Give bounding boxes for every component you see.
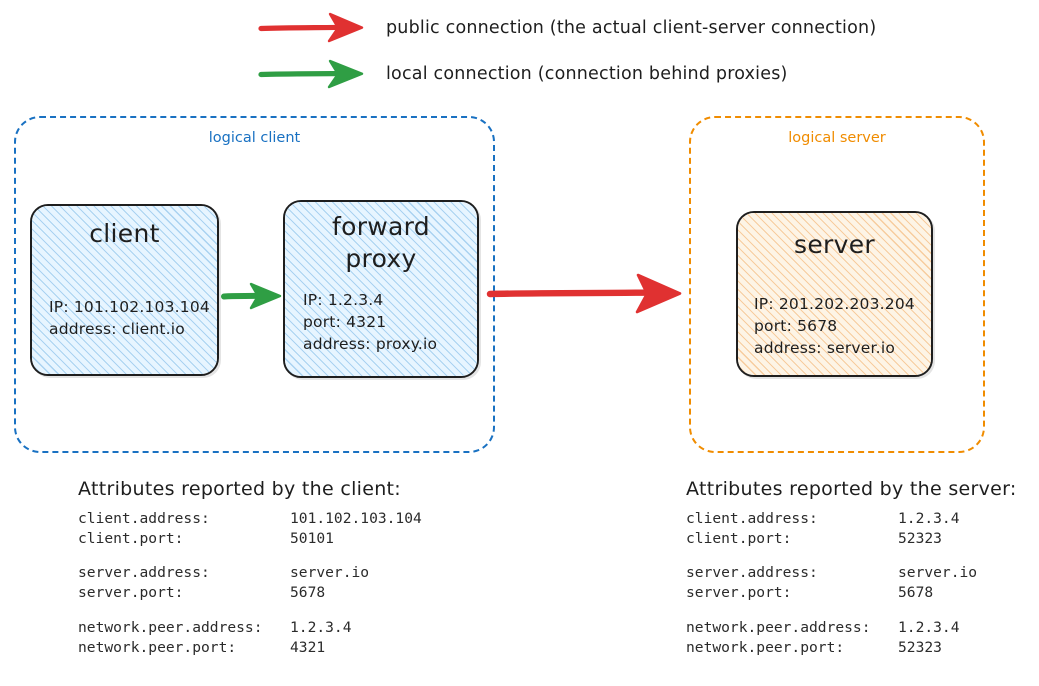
table-row: server.address: server.io	[686, 563, 1017, 583]
node-proxy-title-line1: forward	[332, 212, 430, 241]
attr-key: client.address:	[78, 510, 210, 527]
green-right-arrow-icon	[258, 59, 364, 89]
attr-value: server.io	[290, 564, 370, 582]
attr-key: network.peer.address:	[78, 618, 263, 636]
legend-label-public: public connection (the actual client-ser…	[386, 18, 877, 38]
attr-key: network.peer.port:	[78, 638, 237, 656]
attr-value: 5678	[290, 584, 326, 602]
attr-value: 50101	[290, 530, 334, 548]
attr-value: 101.102.103.104	[290, 510, 422, 527]
red-right-arrow-icon	[258, 12, 364, 43]
table-row: client.address: 101.102.103.104	[78, 509, 422, 529]
node-client-details: IP: 101.102.103.104 address: client.io	[32, 296, 217, 340]
server-attributes-heading: Attributes reported by the server:	[686, 478, 1017, 500]
node-server-title: server	[794, 230, 875, 259]
node-server-address: address: server.io	[754, 339, 896, 357]
server-attr-group: client.address: 1.2.3.4 client.port: 523…	[686, 509, 1017, 549]
table-row: network.peer.address: 1.2.3.4	[78, 618, 422, 638]
hatch-fill-blue	[32, 206, 217, 374]
attr-key: network.peer.address:	[686, 618, 871, 636]
table-row: client.port: 50101	[78, 529, 422, 549]
attr-key: server.port:	[78, 584, 184, 602]
attr-key: client.address:	[686, 510, 818, 527]
client-attr-group: server.address: server.io server.port: 5…	[78, 563, 422, 603]
table-row: network.peer.port: 52323	[686, 638, 1017, 658]
server-attr-group: server.address: server.io server.port: 5…	[686, 563, 1017, 603]
client-attributes-heading: Attributes reported by the client:	[78, 478, 402, 500]
node-server-details: IP: 201.202.203.204 port: 5678 address: …	[738, 293, 931, 359]
node-proxy-details: IP: 1.2.3.4 port: 4321 address: proxy.io	[285, 289, 477, 355]
node-server-port: port: 5678	[754, 317, 838, 335]
table-row: server.address: server.io	[78, 563, 422, 583]
table-row: client.port: 52323	[686, 529, 1017, 549]
table-row: server.port: 5678	[686, 583, 1017, 603]
table-row: network.peer.address: 1.2.3.4	[686, 618, 1017, 638]
node-client-address: address: client.io	[49, 320, 185, 338]
attr-key: network.peer.port:	[686, 638, 845, 656]
attr-value: 52323	[898, 638, 942, 656]
legend-item-local: local connection (connection behind prox…	[258, 54, 788, 94]
node-forward-proxy[interactable]: forward proxy IP: 1.2.3.4 port: 4321 add…	[283, 200, 479, 378]
attr-key: client.port:	[686, 530, 792, 548]
logical-client-label: logical client	[208, 130, 301, 146]
node-proxy-ip: IP: 1.2.3.4	[303, 291, 384, 309]
attr-value: 1.2.3.4	[290, 618, 352, 636]
attr-value: 4321	[290, 638, 326, 656]
logical-server-container: logical server	[689, 116, 985, 453]
logical-client-container: logical client	[14, 116, 495, 453]
server-attr-group: network.peer.address: 1.2.3.4 network.pe…	[686, 618, 1017, 658]
node-client-title: client	[89, 219, 160, 248]
attr-key: server.address:	[686, 564, 818, 582]
connection-proxy-to-server-arrow	[486, 273, 682, 314]
attr-value: server.io	[898, 564, 978, 582]
table-row: server.port: 5678	[78, 583, 422, 603]
hatch-fill-blue	[285, 202, 477, 376]
attr-value: 1.2.3.4	[898, 510, 960, 527]
connection-client-to-proxy-arrow	[221, 282, 282, 310]
client-attr-group: network.peer.address: 1.2.3.4 network.pe…	[78, 618, 422, 658]
attr-key: client.port:	[78, 530, 184, 548]
client-attributes-table: Attributes reported by the client: clien…	[78, 478, 422, 658]
node-server[interactable]: server IP: 201.202.203.204 port: 5678 ad…	[736, 211, 933, 377]
node-client[interactable]: client IP: 101.102.103.104 address: clie…	[30, 204, 219, 376]
node-server-ip: IP: 201.202.203.204	[754, 295, 915, 313]
legend-item-public: public connection (the actual client-ser…	[258, 8, 876, 48]
server-attributes-table: Attributes reported by the server: clien…	[686, 478, 1017, 658]
node-proxy-address: address: proxy.io	[303, 335, 438, 353]
node-proxy-port: port: 4321	[303, 313, 387, 331]
logical-server-label: logical server	[788, 130, 886, 146]
node-proxy-title-line2: proxy	[345, 244, 417, 273]
node-client-ip: IP: 101.102.103.104	[49, 298, 210, 316]
client-attr-group: client.address: 101.102.103.104 client.p…	[78, 509, 422, 549]
attr-value: 52323	[898, 530, 942, 548]
table-row: client.address: 1.2.3.4	[686, 509, 1017, 529]
attr-value: 1.2.3.4	[898, 618, 960, 636]
hatch-fill-orange	[738, 213, 931, 375]
attr-key: server.address:	[78, 564, 210, 582]
attr-key: server.port:	[686, 584, 792, 602]
attr-value: 5678	[898, 584, 934, 602]
legend-label-local: local connection (connection behind prox…	[386, 64, 788, 84]
table-row: network.peer.port: 4321	[78, 638, 422, 658]
